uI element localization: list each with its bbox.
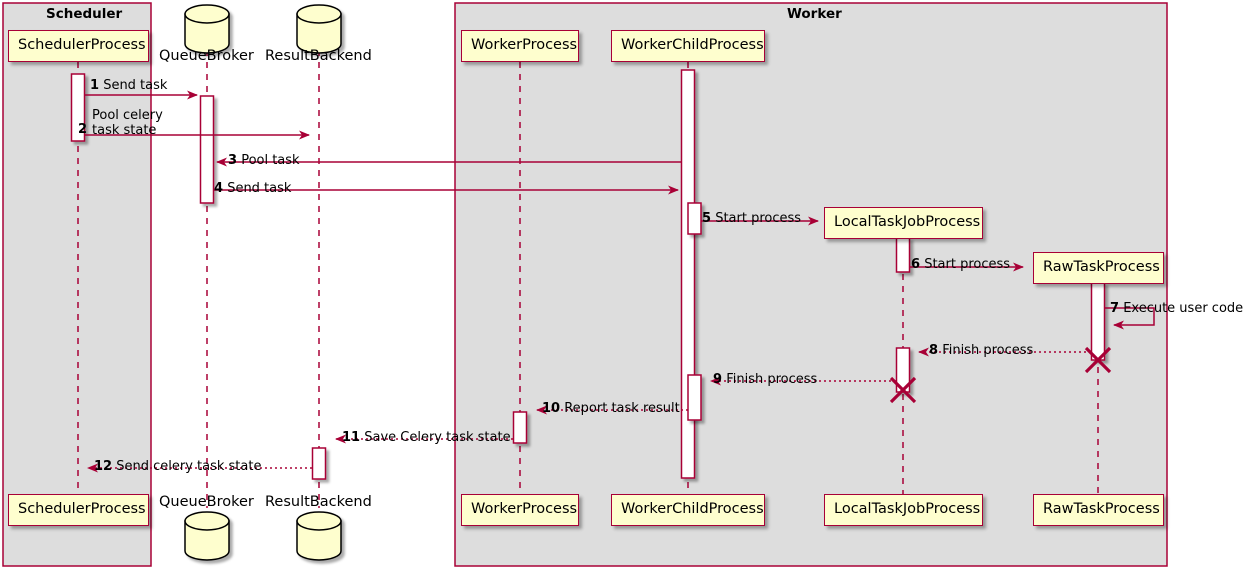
- activation-raw-task-process: [1090, 282, 1106, 361]
- message-label-11: 11 Save Celery task state: [342, 430, 511, 445]
- message-label-1: 1 Send task: [90, 78, 167, 93]
- arrow-7-self: [1104, 307, 1155, 330]
- activation-queue-broker: [199, 95, 215, 204]
- message-num-6: 6: [911, 257, 921, 272]
- message-arrows: [85, 90, 1155, 473]
- message-text-2: Pool celery task state: [92, 108, 163, 138]
- participant-queue-broker-top[interactable]: QueueBroker: [159, 48, 254, 64]
- destroy-raw-task-process: [1084, 346, 1112, 374]
- message-text-5: Start process: [715, 211, 802, 226]
- message-num-8: 8: [929, 343, 939, 358]
- message-label-7: 7 Execute user code: [1110, 301, 1243, 316]
- participant-result-backend-top[interactable]: ResultBackend: [265, 48, 372, 64]
- participant-raw-task-process-top[interactable]: RawTaskProcess: [1033, 252, 1164, 284]
- message-label-9: 9 Finish process: [713, 372, 817, 387]
- group-title-worker: Worker: [787, 6, 842, 22]
- message-text-7: Execute user code: [1123, 301, 1244, 316]
- activation-scheduler-process: [70, 73, 86, 142]
- message-text-11: Save Celery task state: [364, 430, 511, 445]
- destroy-local-task-job-process: [889, 376, 917, 404]
- activation-worker-process: [512, 411, 528, 444]
- message-num-9: 9: [713, 372, 723, 387]
- message-label-2: 2 Pool celery task state: [78, 108, 188, 138]
- message-text-9: Finish process: [726, 372, 818, 387]
- message-text-3: Pool task: [241, 153, 300, 168]
- participant-worker-process-top[interactable]: WorkerProcess: [461, 30, 579, 62]
- result-backend-db-icon-bottom: [296, 511, 342, 561]
- group-box-worker: [454, 2, 1168, 567]
- result-backend-db-icon-top: [296, 4, 342, 54]
- participant-worker-child-process-bottom[interactable]: WorkerChildProcess: [611, 494, 765, 526]
- participant-local-task-job-process-bottom[interactable]: LocalTaskJobProcess: [824, 494, 983, 526]
- message-num-12: 12: [94, 459, 113, 474]
- participant-queue-broker-bottom[interactable]: QueueBroker: [159, 494, 254, 510]
- group-title-scheduler: Scheduler: [46, 6, 123, 22]
- message-text-1: Send task: [103, 78, 168, 93]
- message-label-5: 5 Start process: [702, 211, 801, 226]
- message-label-4: 4 Send task: [214, 181, 291, 196]
- activation-local-task-job-process-1: [895, 237, 911, 273]
- participant-worker-process-bottom[interactable]: WorkerProcess: [461, 494, 579, 526]
- database-icons: [184, 4, 342, 561]
- activation-result-backend: [311, 447, 327, 480]
- message-text-4: Send task: [227, 181, 292, 196]
- message-num-5: 5: [702, 211, 712, 226]
- queue-broker-db-icon-bottom: [184, 511, 230, 561]
- message-num-2: 2: [78, 122, 88, 137]
- message-num-11: 11: [342, 430, 361, 445]
- message-text-10: Report task result: [564, 401, 680, 416]
- message-label-12: 12 Send celery task state: [94, 459, 261, 474]
- message-num-1: 1: [90, 78, 100, 93]
- message-num-3: 3: [228, 153, 238, 168]
- participant-local-task-job-process-top[interactable]: LocalTaskJobProcess: [824, 207, 983, 239]
- message-num-7: 7: [1110, 301, 1120, 316]
- message-text-8: Finish process: [942, 343, 1034, 358]
- participant-result-backend-bottom[interactable]: ResultBackend: [265, 494, 372, 510]
- message-text-12: Send celery task state: [116, 459, 262, 474]
- message-label-3: 3 Pool task: [228, 153, 300, 168]
- message-num-10: 10: [542, 401, 561, 416]
- queue-broker-db-icon-top: [184, 4, 230, 54]
- message-label-6: 6 Start process: [911, 257, 1010, 272]
- activation-bars: [70, 69, 1106, 480]
- activation-worker-child-process-nested-2: [687, 374, 702, 421]
- message-num-4: 4: [214, 181, 224, 196]
- message-text-6: Start process: [924, 257, 1011, 272]
- destroy-markers: [889, 346, 1112, 404]
- message-label-8: 8 Finish process: [929, 343, 1033, 358]
- participant-worker-child-process-top[interactable]: WorkerChildProcess: [611, 30, 765, 62]
- participant-raw-task-process-bottom[interactable]: RawTaskProcess: [1033, 494, 1164, 526]
- message-label-10: 10 Report task result: [542, 401, 680, 416]
- activation-worker-child-process-nested-1: [687, 202, 702, 235]
- participant-scheduler-process-bottom[interactable]: SchedulerProcess: [8, 494, 149, 526]
- participant-scheduler-process-top[interactable]: SchedulerProcess: [8, 30, 149, 62]
